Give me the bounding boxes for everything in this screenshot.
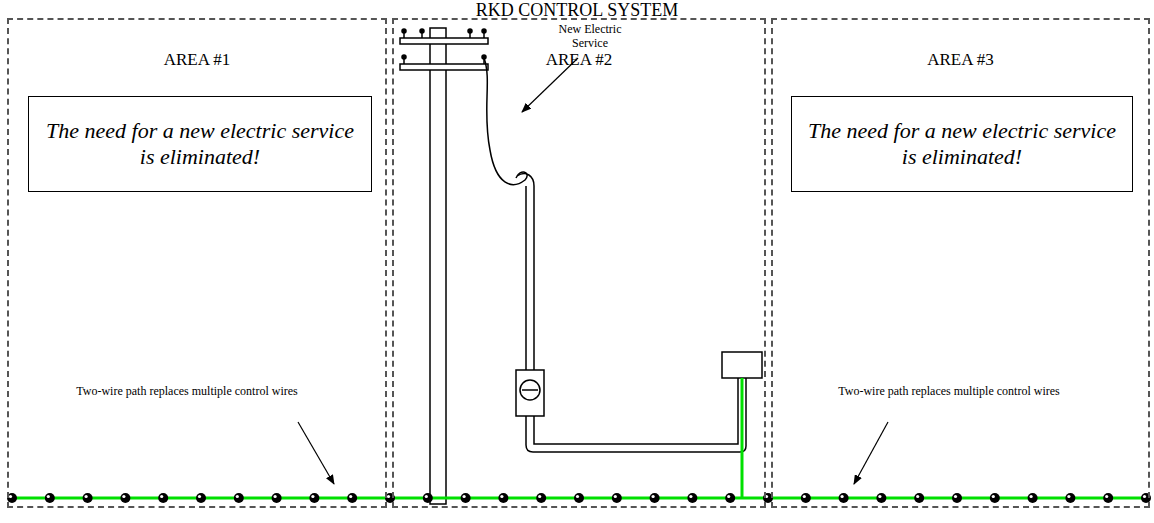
device-dot-highlight: [1067, 495, 1070, 498]
device-dot-highlight: [954, 495, 957, 498]
device-dot-highlight: [727, 495, 730, 498]
two-wire-path: [8, 378, 1146, 498]
device-dot: [347, 493, 357, 503]
callout-label: Two-wire path replaces multiple control …: [62, 384, 312, 398]
device-dot: [45, 493, 55, 503]
note-text: The need for a new electric service is e…: [792, 112, 1132, 177]
device-dot: [461, 493, 471, 503]
device-dot-highlight: [1105, 495, 1108, 498]
utility-pole: [400, 28, 488, 504]
device-dot-highlight: [236, 495, 239, 498]
device-dot-highlight: [463, 495, 466, 498]
area-region: AREA #3 The need for a new electric servi…: [771, 18, 1150, 508]
callout-label: Two-wire path replaces multiple control …: [824, 384, 1074, 398]
device-dot-highlight: [1030, 495, 1033, 498]
device-dot-highlight: [85, 495, 88, 498]
device-dot: [952, 493, 962, 503]
device-dot: [498, 493, 508, 503]
note-text: The need for a new electric service is e…: [29, 112, 371, 177]
device-dot-highlight: [122, 495, 125, 498]
device-dot: [914, 493, 924, 503]
device-dot-highlight: [878, 495, 881, 498]
note-box: The need for a new electric service is e…: [791, 96, 1133, 192]
device-dot-highlight: [576, 495, 579, 498]
electric-service: [484, 58, 762, 452]
device-dot: [423, 493, 433, 503]
device-dot-highlight: [9, 495, 12, 498]
device-dot: [83, 493, 93, 503]
device-dot: [990, 493, 1000, 503]
device-dot-highlight: [425, 495, 428, 498]
device-dot: [650, 493, 660, 503]
device-dot-highlight: [47, 495, 50, 498]
device-dot: [158, 493, 168, 503]
device-dot: [234, 493, 244, 503]
device-dot-highlight: [916, 495, 919, 498]
device-dot: [1103, 493, 1113, 503]
device-dot: [272, 493, 282, 503]
device-dots: [7, 493, 1151, 503]
device-dot-highlight: [538, 495, 541, 498]
device-dot-highlight: [274, 495, 277, 498]
area-heading: AREA #3: [773, 50, 1148, 70]
device-dot-highlight: [652, 495, 655, 498]
device-dot-highlight: [311, 495, 314, 498]
device-dot: [196, 493, 206, 503]
area-heading: AREA #2: [394, 50, 764, 70]
device-dot-highlight: [841, 495, 844, 498]
device-dot: [839, 493, 849, 503]
device-dot-highlight: [803, 495, 806, 498]
device-dot-highlight: [160, 495, 163, 498]
device-dot-highlight: [500, 495, 503, 498]
area-heading: AREA #1: [9, 50, 385, 70]
area-region: AREA #1 The need for a new electric servi…: [7, 18, 387, 508]
device-dot: [309, 493, 319, 503]
device-dot-highlight: [689, 495, 692, 498]
device-dot-highlight: [992, 495, 995, 498]
device-dot: [801, 493, 811, 503]
device-dot: [687, 493, 697, 503]
note-box: The need for a new electric service is e…: [28, 96, 372, 192]
device-dot-highlight: [387, 495, 390, 498]
device-dot: [536, 493, 546, 503]
device-dot: [1065, 493, 1075, 503]
device-dot-highlight: [198, 495, 201, 498]
device-dot-highlight: [614, 495, 617, 498]
device-dot-highlight: [349, 495, 352, 498]
device-dot-highlight: [1143, 495, 1146, 498]
device-dot: [120, 493, 130, 503]
device-dot: [725, 493, 735, 503]
device-dot: [574, 493, 584, 503]
area-region: AREA #2: [392, 18, 766, 508]
device-dot: [876, 493, 886, 503]
callout-label: New Electric Service: [548, 22, 632, 51]
device-dot: [1028, 493, 1038, 503]
device-dot: [612, 493, 622, 503]
